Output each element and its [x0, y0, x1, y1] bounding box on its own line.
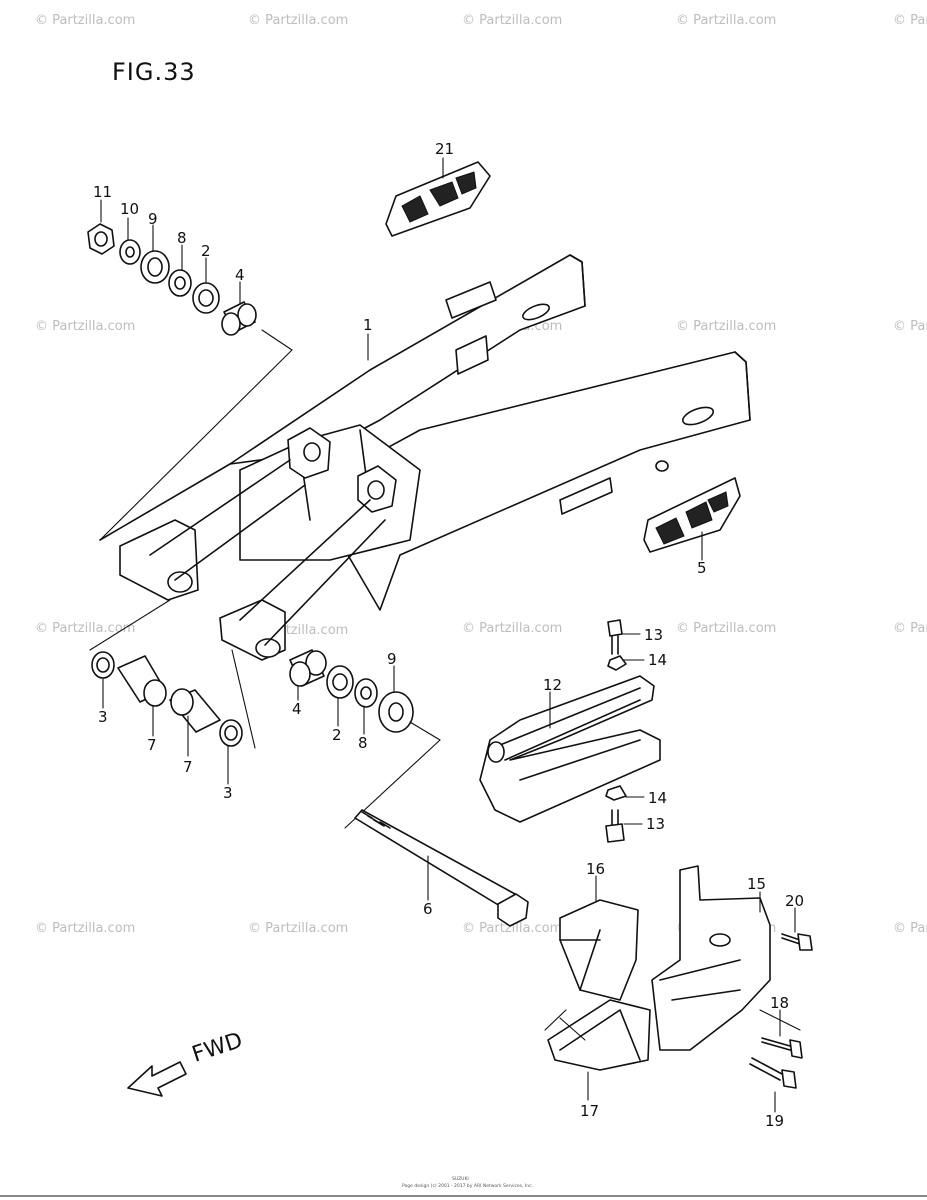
callout-3: 3 [98, 708, 108, 726]
fwd-direction: FWD [127, 1028, 246, 1097]
part-6-pivot-shaft [354, 809, 529, 927]
callouts: 21 11 10 9 8 2 4 1 5 13 14 12 9 3 4 2 8 … [93, 140, 804, 1130]
callout-10: 10 [120, 200, 139, 218]
callout-6: 6 [423, 900, 433, 918]
watermark: © Partzilla.com [676, 319, 776, 334]
watermark: © Partzilla.com [893, 621, 927, 636]
part-21-pad [385, 161, 491, 237]
leader-lines [100, 157, 796, 1113]
callout-20: 20 [785, 892, 804, 910]
callout-3: 3 [223, 784, 233, 802]
callout-2: 2 [201, 242, 211, 260]
callout-11: 11 [93, 183, 112, 201]
watermark: © Partzilla.com [893, 13, 927, 28]
fasteners-13-14 [605, 619, 627, 843]
watermark: © Partzilla.com [893, 921, 927, 936]
footer-copyright: Page design (c) 2001 - 2017 by ARI Netwo… [402, 1183, 533, 1189]
callout-14: 14 [648, 651, 667, 669]
footer-brand: SUZUKI [452, 1176, 469, 1182]
part-12-chain-slider [479, 675, 661, 823]
callout-7: 7 [183, 758, 193, 776]
watermark: © Partzilla.com [248, 13, 348, 28]
callout-21: 21 [435, 140, 454, 158]
callout-8: 8 [358, 734, 368, 752]
callout-13: 13 [646, 815, 665, 833]
chain-guide-assembly [544, 865, 771, 1071]
callout-12: 12 [543, 676, 562, 694]
watermark: © Partzilla.com [35, 921, 135, 936]
fwd-arrow-icon [127, 1061, 187, 1097]
part-1-swingarm [99, 254, 751, 661]
callout-2: 2 [332, 726, 342, 744]
callout-5: 5 [697, 559, 707, 577]
callout-15: 15 [747, 875, 766, 893]
callout-9: 9 [148, 210, 158, 228]
callout-16: 16 [586, 860, 605, 878]
watermark: © Partzilla.com [462, 621, 562, 636]
callout-4: 4 [292, 700, 302, 718]
hardware-upper-left [87, 223, 293, 541]
watermark: © Partzilla.com [462, 921, 562, 936]
watermark: © Partzilla.com [35, 621, 135, 636]
callout-4: 4 [235, 266, 245, 284]
callout-14: 14 [648, 789, 667, 807]
callout-13: 13 [644, 626, 663, 644]
fwd-label: FWD [189, 1028, 246, 1068]
callout-17: 17 [580, 1102, 599, 1120]
figure-title: FIG.33 [112, 58, 196, 86]
callout-9: 9 [387, 650, 397, 668]
hardware-lower-middle [289, 649, 441, 829]
watermark: © Partzilla.com [35, 13, 135, 28]
hardware-lower-left [89, 599, 256, 749]
callout-8: 8 [177, 229, 187, 247]
watermark: © Partzilla.com [462, 13, 562, 28]
watermark: © Partzilla.com [248, 921, 348, 936]
callout-1: 1 [363, 316, 373, 334]
watermark: © Partzilla.com [893, 319, 927, 334]
part-5-pad [643, 477, 741, 553]
callout-18: 18 [770, 994, 789, 1012]
callout-19: 19 [765, 1112, 784, 1130]
watermark: © Partzilla.com [676, 621, 776, 636]
callout-7: 7 [147, 736, 157, 754]
bolts-18-19-20 [749, 933, 813, 1089]
watermark: © Partzilla.com [676, 13, 776, 28]
watermark: © Partzilla.com [35, 319, 135, 334]
